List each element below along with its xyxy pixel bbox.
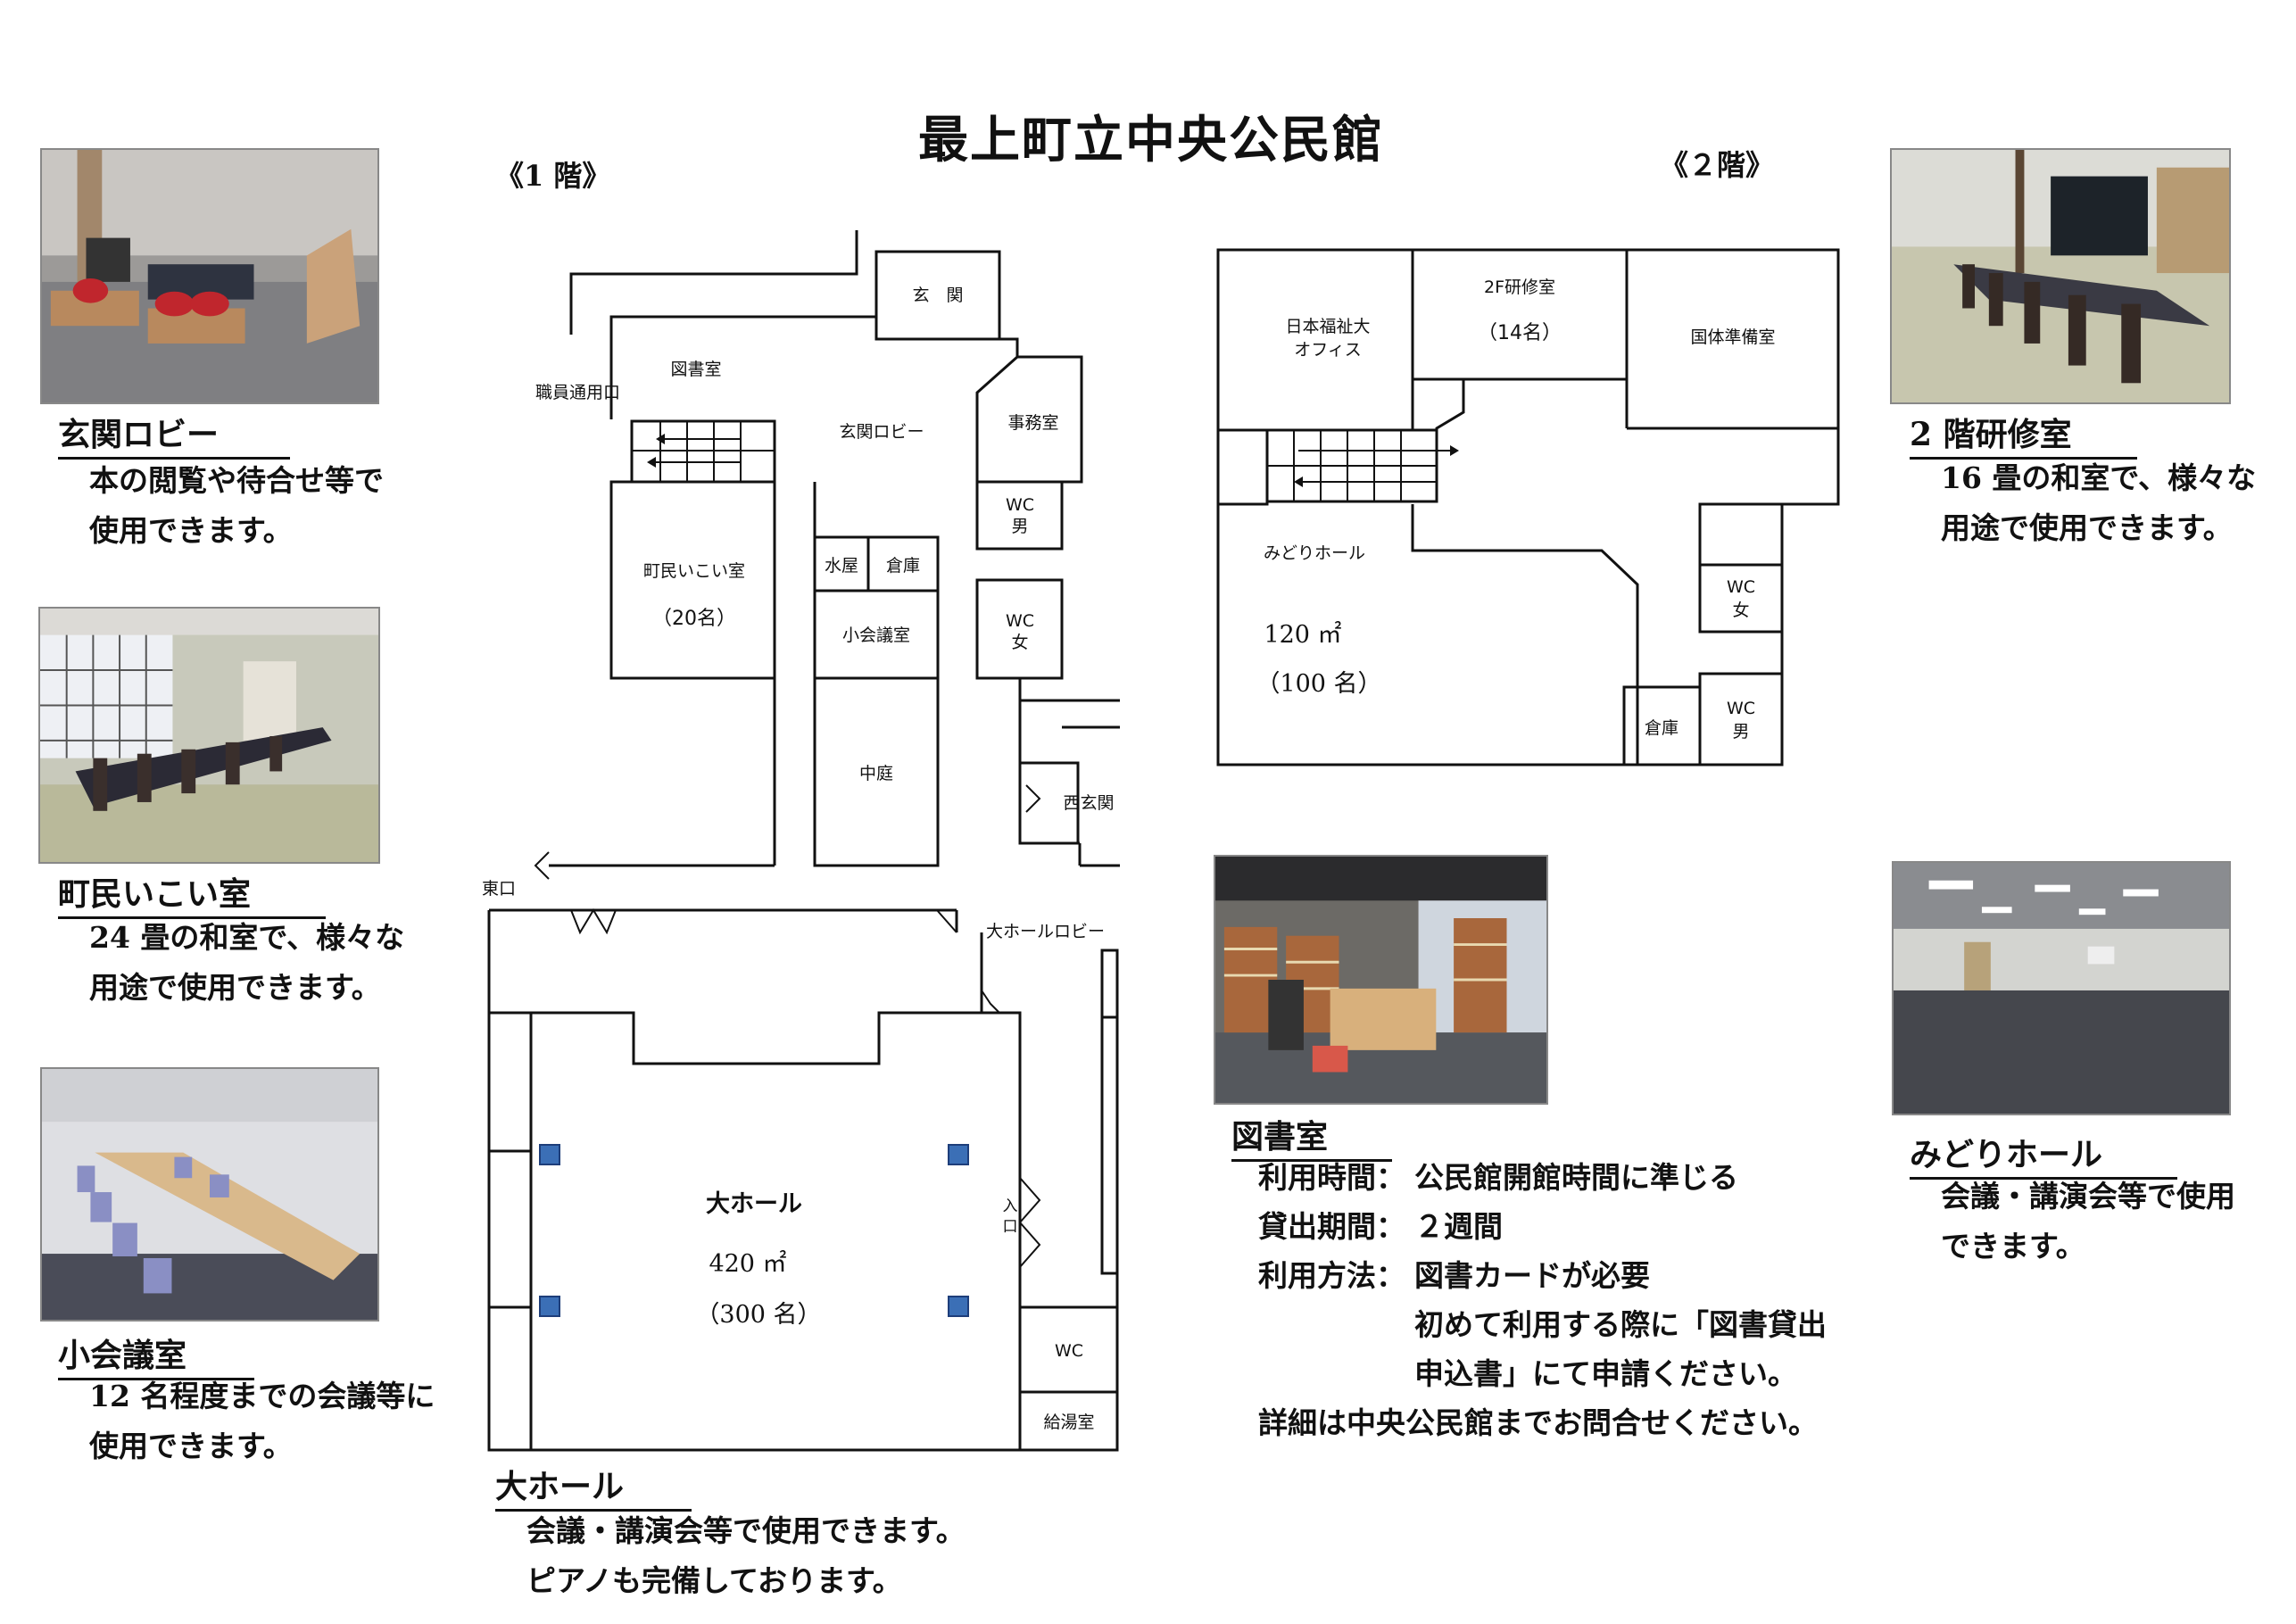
label-mizuya: 水屋 <box>825 556 858 576</box>
genkan-room <box>874 250 1001 341</box>
label-wc-women-1: WC <box>1006 611 1034 631</box>
small-meeting-heading: 小会議室 <box>58 1330 254 1380</box>
label-souko-2f: 倉庫 <box>1645 718 1678 738</box>
label-east-entrance: 東口 <box>482 879 516 899</box>
ikoi-room <box>609 480 776 680</box>
library-info: 利用時間：公民館開館時間に準じる 貸出期間：２週間 利用方法：図書カードが必要 … <box>1258 1153 1827 1447</box>
label-ikoi-cap: （20名） <box>652 608 736 630</box>
library-row: 申込書」にて申請ください。 <box>1414 1356 1797 1391</box>
label-kyuto: 給湯室 <box>1043 1413 1094 1432</box>
library-footer: 詳細は中央公民館までお問合せください。 <box>1258 1405 1818 1440</box>
midori-desc: 会議・講演会等で使用できます。 <box>1941 1179 2235 1264</box>
lobby-desc: 本の閲覧や待合せ等で使用できます。 <box>89 463 384 548</box>
label-small-meeting: 小会議室 <box>842 626 910 645</box>
label-courtyard: 中庭 <box>859 764 893 783</box>
label-wc: WC <box>1055 1341 1083 1361</box>
big-hall-heading: 大ホール <box>495 1461 692 1512</box>
library-row: 利用時間：公民館開館時間に準じる <box>1258 1160 1738 1195</box>
midori-photo <box>1892 861 2231 1115</box>
big-hall-desc: 会議・講演会等で使用できます。ピアノも完備しております。 <box>526 1513 966 1598</box>
training2-photo <box>1890 148 2231 404</box>
label-fukushi-2: オフィス <box>1294 340 1362 360</box>
label-hall-cap: （300 名） <box>695 1301 821 1329</box>
library-heading: 図書室 <box>1231 1111 1392 1162</box>
lobby-photo <box>40 148 379 404</box>
courtyard <box>813 676 940 867</box>
west-entrance <box>1018 761 1080 845</box>
label-wc-men-2: 男 <box>1011 517 1028 536</box>
label-entrance-2: 口 <box>1003 1218 1018 1236</box>
label-big-hall: 大ホール <box>706 1190 802 1218</box>
floor1-label: 《1 階》 <box>495 159 611 193</box>
training2-desc: 16 畳の和室で、様々な用途で使用できます。 <box>1941 460 2257 545</box>
training2-heading: 2 階研修室 <box>1910 409 2137 460</box>
wc-men-room-2f <box>1698 672 1784 766</box>
label-west-entrance: 西玄関 <box>1063 793 1114 813</box>
label-entrance-1: 入 <box>1003 1197 1018 1215</box>
library-photo <box>1214 855 1548 1105</box>
small-meeting-photo <box>40 1067 379 1322</box>
label-midori-hall: みどりホール <box>1264 543 1365 563</box>
lobby-heading: 玄関ロビー <box>58 409 290 460</box>
midori-heading: みどりホール <box>1910 1129 2177 1180</box>
label-training-2f: 2F研修室 <box>1484 278 1555 297</box>
label-hall-area: 420 ㎡ <box>709 1250 786 1278</box>
label-wc-men-1: WC <box>1006 495 1034 515</box>
lobby-bench <box>1100 949 1119 1275</box>
ikoi-heading: 町民いこい室 <box>58 868 326 919</box>
label-kokutai: 国体準備室 <box>1690 327 1775 347</box>
label-midori-area: 120 ㎡ <box>1264 621 1341 649</box>
small-meeting-desc: 12 名程度までの会議等に使用できます。 <box>89 1379 435 1463</box>
label-office: 事務室 <box>1007 413 1058 433</box>
wall <box>569 230 858 335</box>
label-wc-men-2f-1: WC <box>1727 699 1755 718</box>
label-library: 図書室 <box>670 360 721 379</box>
library-row: 初めて利用する際に「図書貸出 <box>1414 1307 1827 1342</box>
training-room-2f <box>1411 248 1629 381</box>
library-row: 貸出期間：２週間 <box>1258 1209 1503 1244</box>
office-room <box>975 355 1083 484</box>
label-hall-lobby: 大ホールロビー <box>986 922 1105 941</box>
label-fukushi-1: 日本福祉大 <box>1285 317 1370 336</box>
library-row: 利用方法：図書カードが必要 <box>1258 1258 1650 1293</box>
ikoi-photo <box>38 607 380 864</box>
hall-pillars <box>539 1144 969 1317</box>
wc-men-space <box>1698 502 1784 567</box>
label-genkan-lobby: 玄関ロビー <box>839 422 924 442</box>
wc-women-room-2f <box>1698 563 1784 634</box>
label-wc-women-2: 女 <box>1011 633 1028 652</box>
label-souko: 倉庫 <box>886 556 920 576</box>
label-ikoi: 町民いこい室 <box>643 561 745 581</box>
label-staff-entrance: 職員通用口 <box>535 383 620 402</box>
label-midori-cap: （100 名） <box>1256 670 1381 698</box>
label-training-cap: （14名） <box>1478 322 1562 344</box>
label-wc-women-2f-1: WC <box>1727 577 1755 597</box>
wc-men-room <box>975 480 1064 551</box>
page-title: 最上町立中央公民館 <box>918 111 1384 170</box>
label-wc-women-2f-2: 女 <box>1732 601 1749 620</box>
label-genkan: 玄 関 <box>912 286 963 305</box>
ikoi-desc: 24 畳の和室で、様々な用途で使用できます。 <box>89 920 405 1005</box>
floor2-label: 《２階》 <box>1660 148 1775 182</box>
kyuto-room <box>1018 1390 1119 1452</box>
label-wc-men-2f-2: 男 <box>1732 722 1749 742</box>
